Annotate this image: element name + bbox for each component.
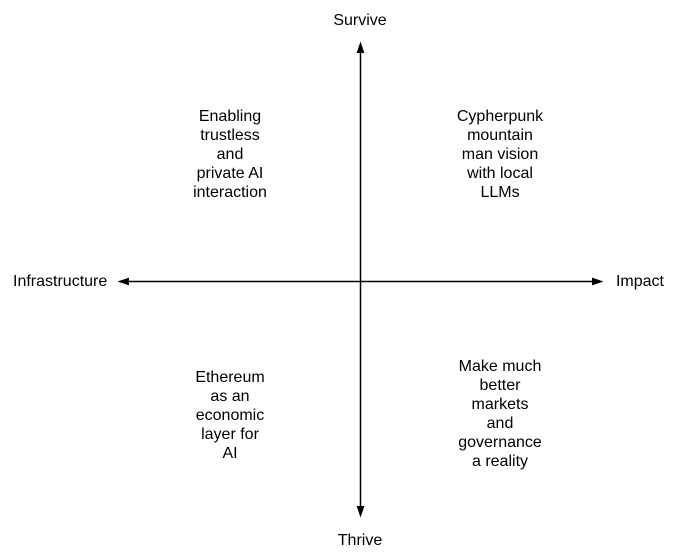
axis-label-survive: Survive: [333, 12, 387, 29]
left-arrowhead-icon: [117, 277, 129, 286]
down-arrowhead-icon: [356, 506, 365, 518]
up-arrowhead-icon: [356, 41, 365, 53]
quadrant-text-bottom-right: Make much better markets and governance …: [458, 358, 542, 470]
quadrant-text-top-right: Cypherpunk mountain man vision with loca…: [456, 108, 544, 201]
quadrant-text-bottom-left: Ethereum as an economic layer for AI: [195, 369, 265, 462]
axis-label-impact: Impact: [615, 273, 664, 290]
right-arrowhead-icon: [592, 277, 604, 286]
quadrant-text-top-left: Enabling trustless and private AI intera…: [193, 108, 267, 201]
axis-label-thrive: Thrive: [337, 532, 383, 549]
axis-label-infrastructure: Infrastructure: [13, 273, 108, 290]
